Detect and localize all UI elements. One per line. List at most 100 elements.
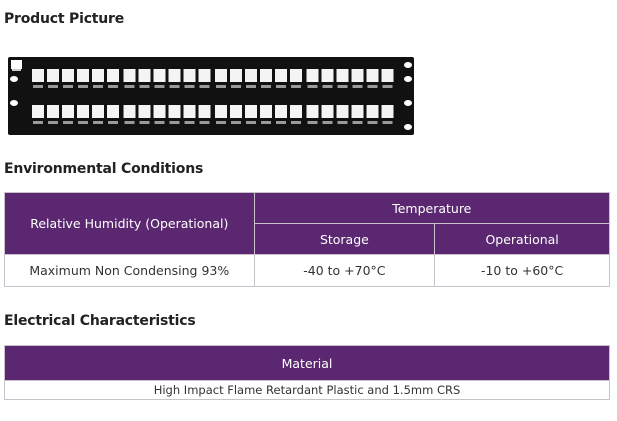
port-jack [153, 69, 166, 82]
port-number-label [124, 121, 135, 124]
port-number-label [199, 121, 210, 124]
mounting-hole [10, 76, 18, 82]
port-jack [366, 105, 379, 118]
port-jack [77, 69, 89, 82]
port-number-label [337, 85, 348, 88]
material-value: High Impact Flame Retardant Plastic and … [4, 380, 610, 400]
port-number-label [216, 85, 226, 88]
port-jack [290, 105, 302, 118]
port-jack [260, 69, 272, 82]
material-header: Material [4, 345, 610, 381]
port-jack [183, 105, 196, 118]
port-jack [336, 105, 349, 118]
port-number-label [261, 85, 271, 88]
port-jack [123, 69, 136, 82]
patch-panel-image [8, 57, 414, 135]
port-number-label [108, 85, 118, 88]
port-number-label [291, 121, 301, 124]
port-number-label [93, 121, 103, 124]
port-number-label [139, 85, 150, 88]
port-jack [138, 69, 151, 82]
port-jack [215, 69, 227, 82]
port-jack [62, 105, 74, 118]
port-number-label [352, 121, 363, 124]
port-number-label [382, 85, 393, 88]
port-jack [47, 69, 59, 82]
electrical-characteristics-table: Material High Impact Flame Retardant Pla… [4, 345, 610, 400]
port-number-label [307, 121, 318, 124]
storage-header: Storage [253, 223, 436, 255]
port-number-label [48, 85, 58, 88]
port-number-label [63, 121, 73, 124]
port-number-label [276, 85, 286, 88]
port-number-label [124, 85, 135, 88]
port-jack [260, 105, 272, 118]
port-number-label [261, 121, 271, 124]
port-jack [230, 69, 242, 82]
port-jack [381, 69, 394, 82]
port-number-label [307, 85, 318, 88]
port-number-label [322, 85, 333, 88]
port-number-label [48, 121, 58, 124]
port-jack [245, 69, 257, 82]
port-number-label [276, 121, 286, 124]
port-jack [321, 105, 334, 118]
port-jack [245, 105, 257, 118]
port-jack [351, 105, 364, 118]
port-jack [321, 69, 334, 82]
port-number-label [139, 121, 150, 124]
port-number-label [184, 121, 195, 124]
port-jack [306, 69, 319, 82]
port-jack [168, 69, 181, 82]
port-jack [107, 105, 119, 118]
port-number-label [199, 85, 210, 88]
port-jack [381, 105, 394, 118]
port-number-label [382, 121, 393, 124]
port-number-label [231, 121, 241, 124]
port-number-label [352, 85, 363, 88]
port-number-label [291, 85, 301, 88]
port-number-label [154, 121, 165, 124]
port-number-label [78, 85, 88, 88]
port-number-label [108, 121, 118, 124]
relative-humidity-header: Relative Humidity (Operational) [4, 192, 255, 255]
port-number-label [78, 121, 88, 124]
port-number-label [246, 121, 256, 124]
port-number-label [367, 121, 378, 124]
port-number-label [93, 85, 103, 88]
port-number-label [184, 85, 195, 88]
port-jack [123, 105, 136, 118]
port-jack [92, 105, 104, 118]
panel-logo-mark [11, 60, 22, 69]
port-number-label [33, 121, 43, 124]
port-jack [336, 69, 349, 82]
mounting-hole [10, 100, 18, 106]
port-jack [107, 69, 119, 82]
port-jack [32, 69, 44, 82]
panel-logo-text [12, 69, 21, 71]
port-jack [62, 69, 74, 82]
port-jack [92, 69, 104, 82]
port-jack [77, 105, 89, 118]
port-jack [183, 69, 196, 82]
port-number-label [169, 85, 180, 88]
mounting-hole [404, 100, 412, 106]
port-number-label [367, 85, 378, 88]
port-array [32, 69, 394, 124]
port-number-label [33, 85, 43, 88]
port-jack [198, 105, 211, 118]
product-picture-heading: Product Picture [4, 11, 125, 27]
port-number-label [337, 121, 348, 124]
port-jack [351, 69, 364, 82]
port-jack [215, 105, 227, 118]
port-jack [47, 105, 59, 118]
port-number-label [216, 121, 226, 124]
port-number-label [231, 85, 241, 88]
port-jack [138, 105, 151, 118]
port-jack [290, 69, 302, 82]
port-jack [275, 105, 287, 118]
environmental-conditions-heading: Environmental Conditions [4, 161, 204, 177]
mounting-hole [404, 124, 412, 130]
port-jack [153, 105, 166, 118]
port-jack [275, 69, 287, 82]
